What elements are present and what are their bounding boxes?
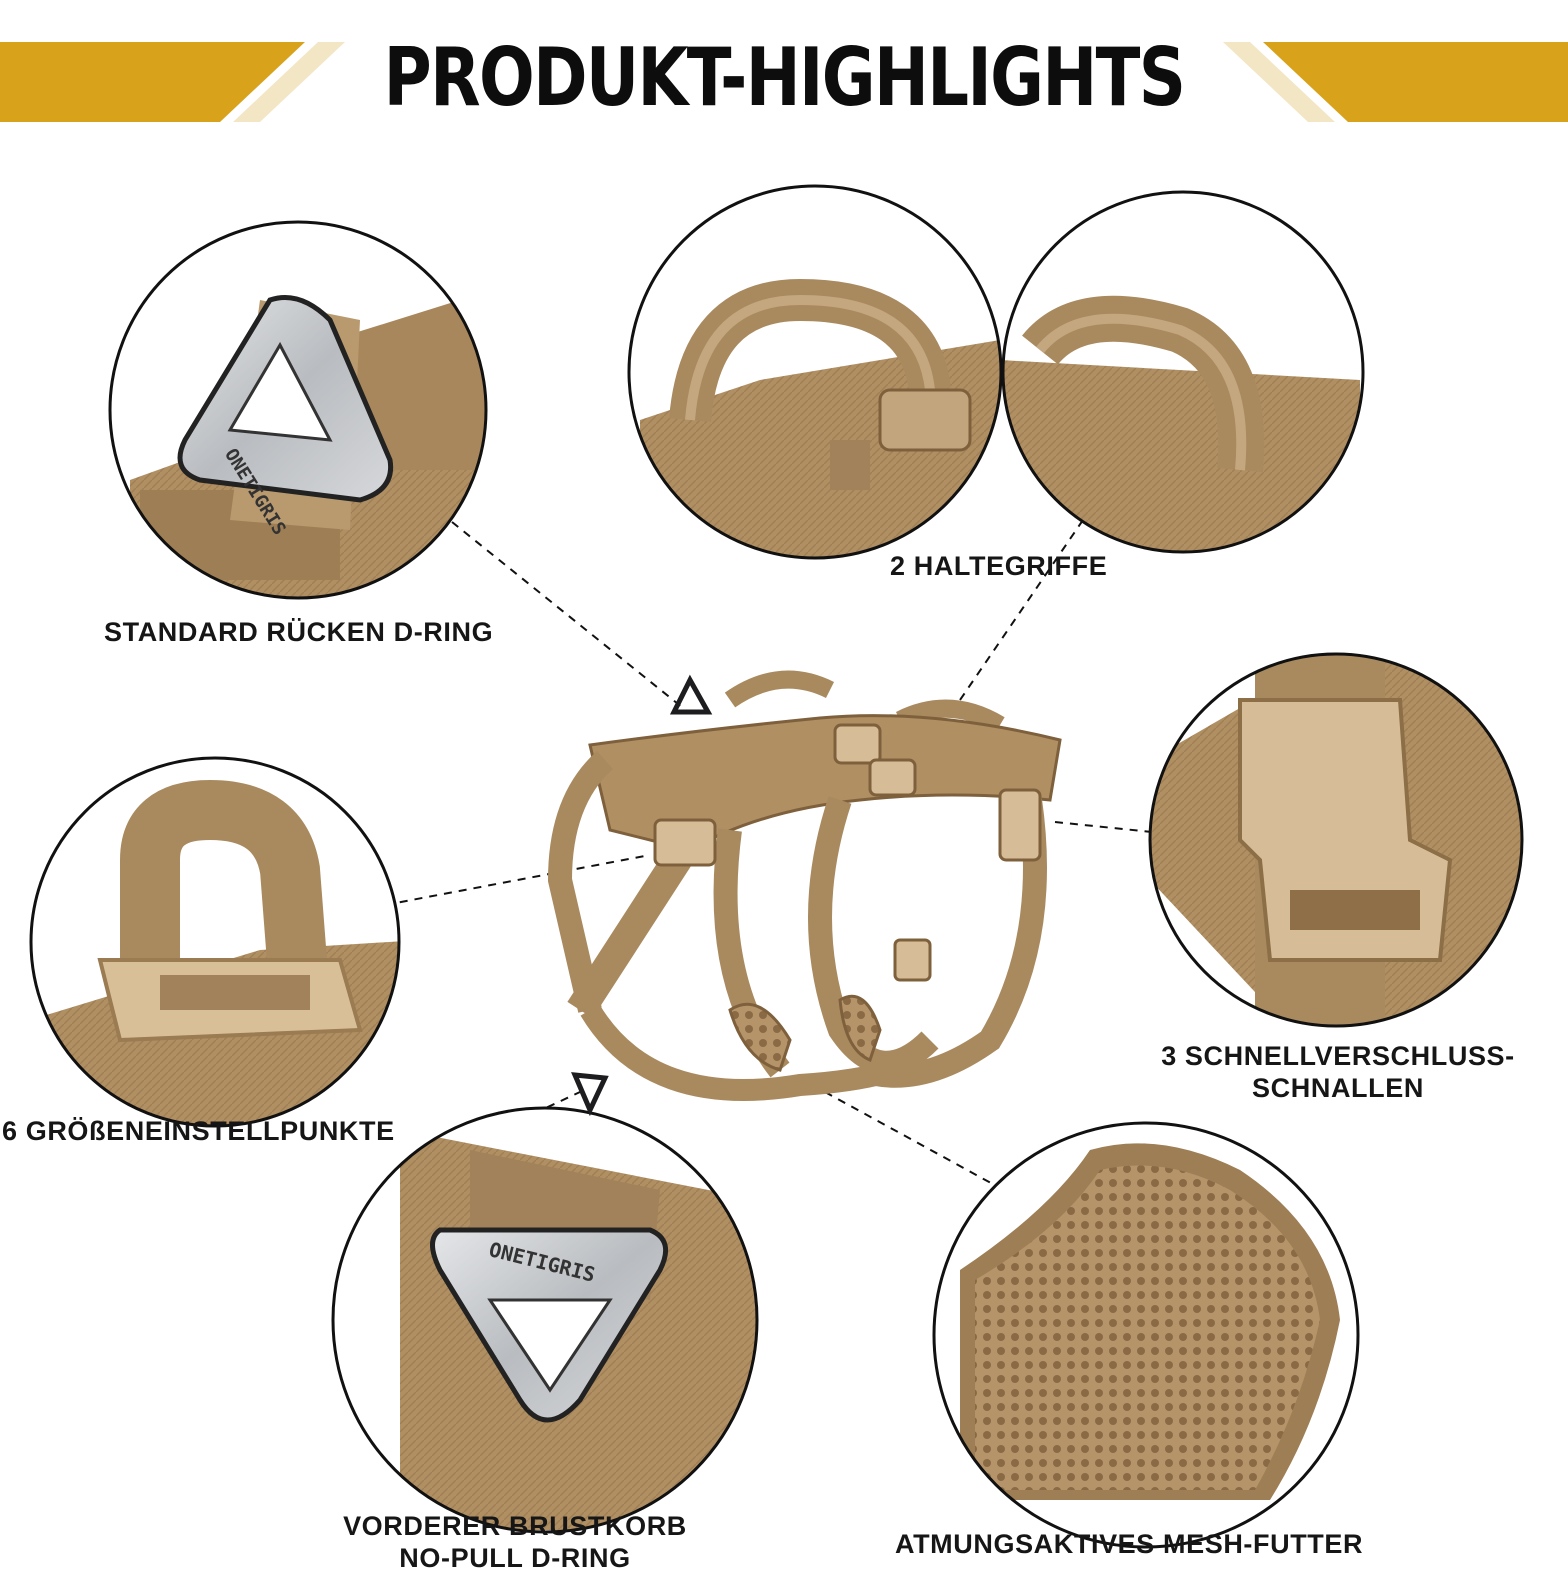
detail-circle-border <box>108 220 488 600</box>
front-d-ring-icon <box>571 1072 609 1117</box>
detail-circle-border <box>932 1121 1360 1549</box>
label-adjust-points: 6 GRÖßENEINSTELLPUNKTE <box>2 1116 395 1146</box>
label-handles: 2 HALTEGRIFFE <box>890 551 1108 581</box>
detail-handle-left <box>629 186 1001 558</box>
detail-back-d-ring <box>110 222 486 598</box>
right-accent-light-stripe <box>1223 42 1335 122</box>
label-front-d-ring-line2: NO-PULL D-RING <box>399 1543 631 1573</box>
page-title: PRODUKT-HIGHLIGHTS <box>383 31 1186 124</box>
callout-lines <box>384 519 1153 1189</box>
detail-handle-right <box>1003 192 1363 552</box>
callout-line-back-ring <box>451 521 689 713</box>
detail-circle-border <box>331 1106 759 1534</box>
label-front-d-ring: VORDERER BRUSTKORB NO-PULL D-RING <box>300 1510 730 1574</box>
callout-line-mesh <box>824 1091 1001 1189</box>
label-buckles: 3 SCHNELLVERSCHLUSS- SCHNALLEN <box>1140 1040 1536 1104</box>
label-buckles-line1: 3 SCHNELLVERSCHLUSS- <box>1161 1041 1515 1071</box>
left-accent-light-stripe <box>233 42 345 122</box>
back-d-ring-icon <box>669 674 713 715</box>
left-accent-stripe <box>0 42 305 122</box>
harness-main <box>547 670 1062 1101</box>
detail-adjust-point <box>31 758 399 1126</box>
detail-circle-border <box>627 184 1003 560</box>
label-front-d-ring-line1: VORDERER BRUSTKORB <box>343 1511 687 1541</box>
callout-line-buckles <box>1054 821 1153 833</box>
callout-line-front-ring <box>519 1091 581 1121</box>
detail-circle-border <box>29 756 401 1128</box>
detail-mesh-lining <box>934 1123 1358 1547</box>
label-back-d-ring: STANDARD RÜCKEN D-RING <box>104 617 494 647</box>
label-mesh: ATMUNGSAKTIVES MESH-FUTTER <box>895 1529 1364 1559</box>
right-accent-stripe <box>1263 42 1568 122</box>
callout-line-adjust <box>384 854 651 906</box>
label-buckles-line2: SCHNALLEN <box>1252 1073 1424 1103</box>
detail-circle-border <box>1001 190 1365 554</box>
harness-d-rings <box>571 674 713 1117</box>
detail-front-d-ring <box>333 1108 757 1530</box>
callout-line-handles <box>959 519 1084 701</box>
detail-circle-border <box>1148 652 1524 1028</box>
header-banner <box>0 42 1568 122</box>
detail-quick-release-buckle <box>1150 654 1522 1026</box>
